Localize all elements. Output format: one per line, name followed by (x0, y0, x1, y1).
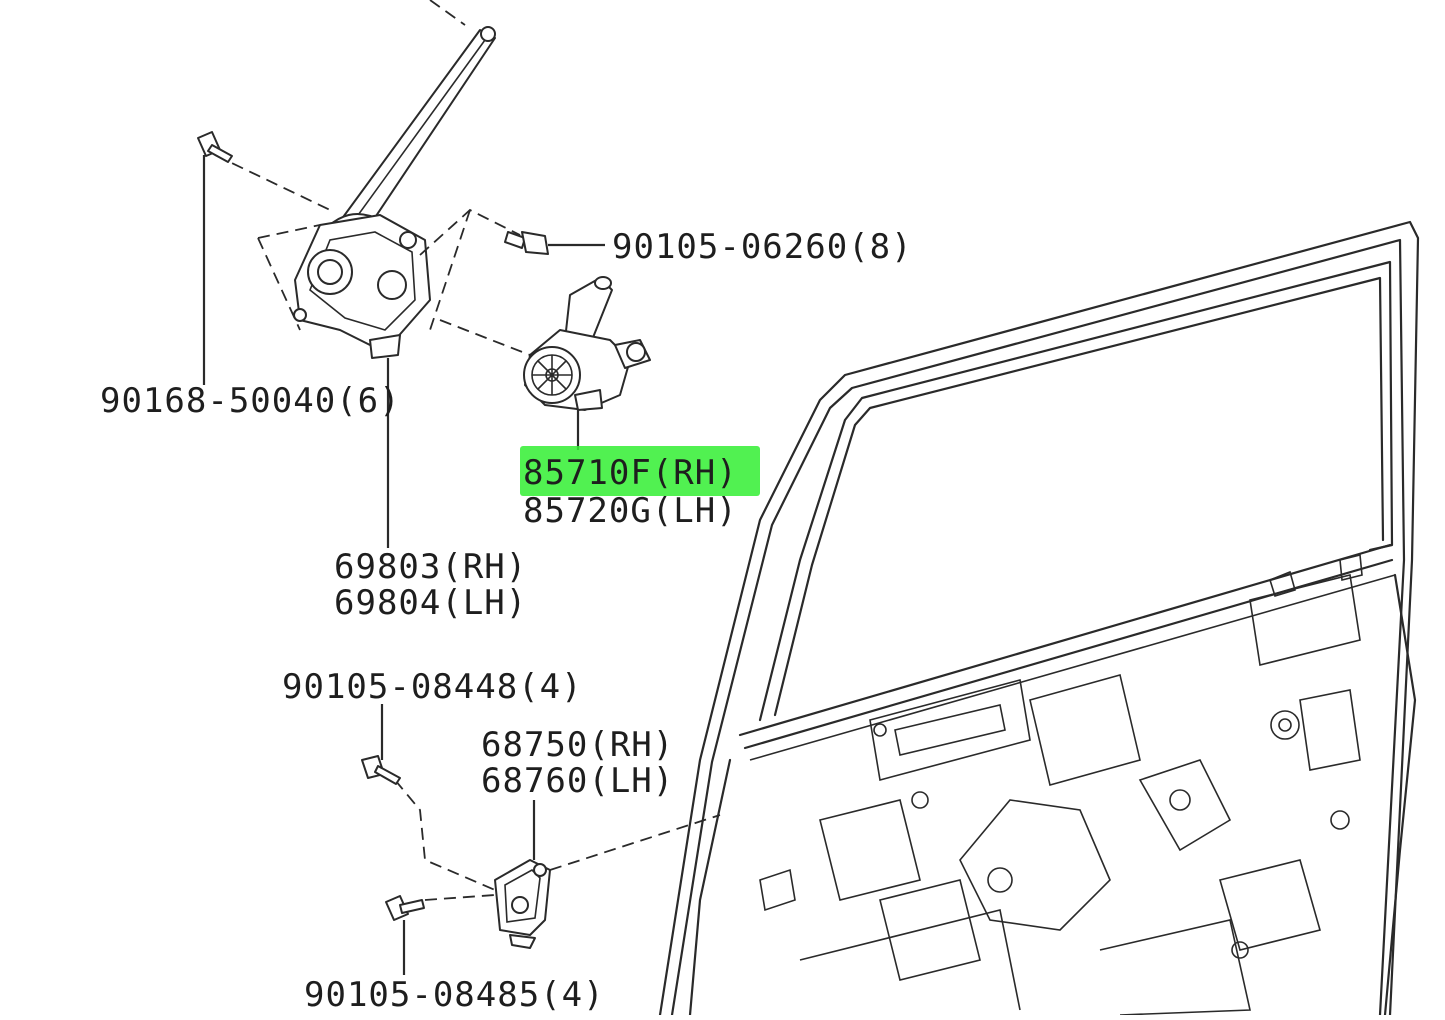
label-bolt-90105-06260: 90105-06260(8) (612, 227, 913, 267)
label-hinge-rh: 68750(RH) (481, 725, 674, 765)
label-screw-90168-50040: 90168-50040(6) (100, 381, 401, 421)
screw-90168 (197, 131, 233, 163)
bolt-90105-06260 (504, 231, 549, 255)
label-bolt-90105-08485: 90105-08485(4) (304, 975, 605, 1015)
leader-lines (202, 155, 605, 975)
highlight-box (520, 446, 760, 496)
label-motor-lh: 85720G(LH) (523, 491, 738, 531)
bolt-90105-08485 (385, 895, 425, 921)
bolt-90105-08448 (361, 755, 401, 785)
window-regulator (214, 0, 531, 359)
label-regulator-rh: 69803(RH) (334, 547, 527, 587)
label-hinge-lh: 68760(LH) (481, 761, 674, 801)
label-regulator-lh: 69804(LH) (334, 583, 527, 623)
rear-door-panel (658, 220, 1420, 1017)
door-hinge (394, 779, 721, 949)
window-motor (523, 276, 651, 411)
label-bolt-90105-08448: 90105-08448(4) (282, 667, 583, 707)
label-motor-rh: 85710F(RH) (523, 453, 738, 493)
